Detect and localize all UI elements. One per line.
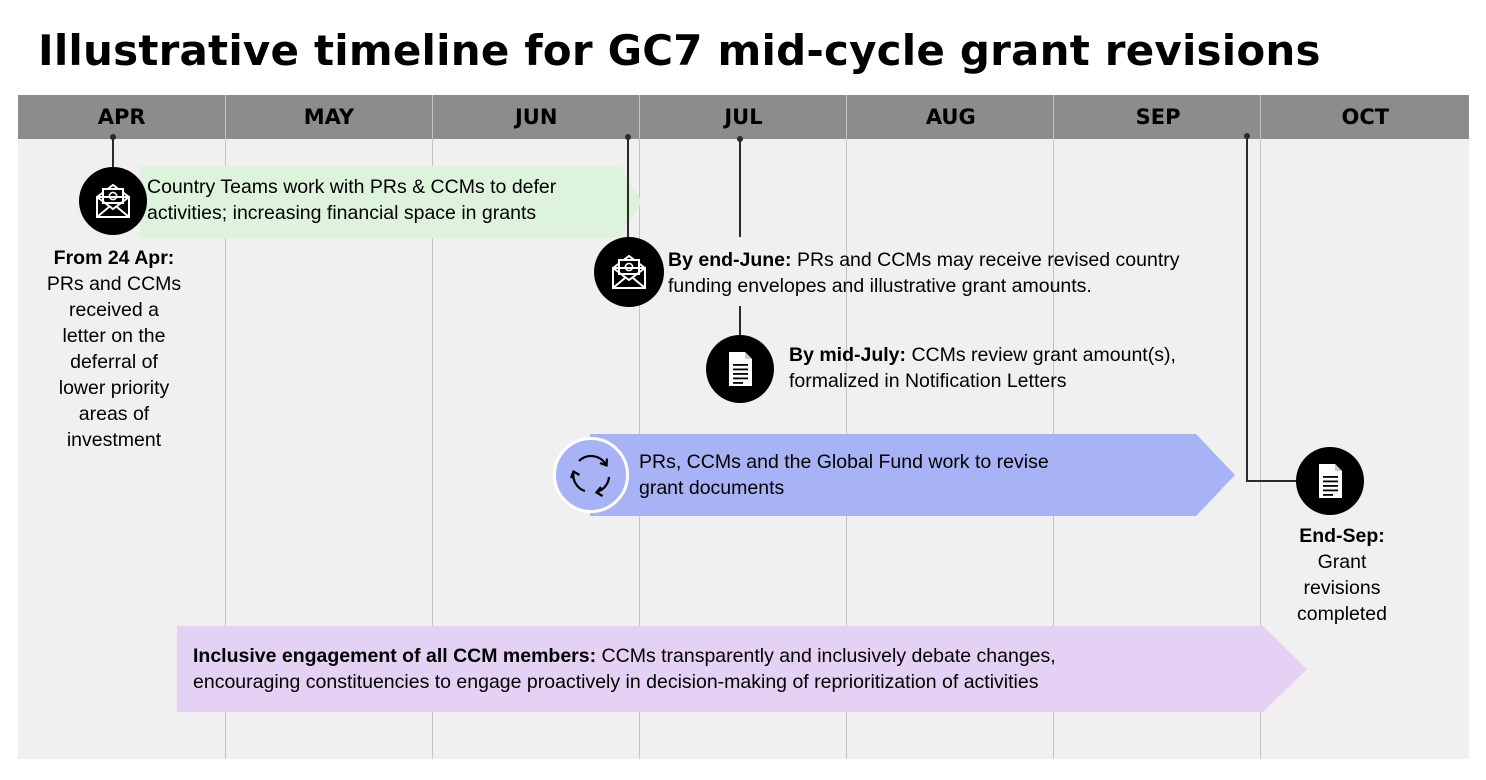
month-divider — [225, 95, 226, 759]
month-divider — [1260, 95, 1261, 759]
end-sep-line: completed — [1297, 603, 1387, 625]
sep-connector-elbow — [1246, 480, 1298, 482]
end-sep-line: Grant — [1317, 551, 1367, 573]
apr-letter-line: received a — [69, 299, 159, 321]
apr-connector-line — [112, 137, 114, 169]
end-sep-line: revisions — [1303, 577, 1381, 599]
end-sep-bold: End-Sep: — [1299, 525, 1385, 547]
month-apr: APR — [97, 105, 146, 129]
month-sep: SEP — [1135, 105, 1181, 129]
sep-connector-line — [1246, 136, 1248, 482]
inclusive-engagement-arrow — [177, 626, 1307, 712]
mid-july-line2: formalized in Notification Letters — [789, 370, 1067, 392]
month-divider — [1053, 95, 1054, 759]
apr-letter-line: deferral of — [70, 351, 158, 373]
month-jul: JUL — [724, 105, 763, 129]
month-header: APR MAY JUN JUL AUG SEP OCT — [18, 95, 1469, 139]
month-divider — [846, 95, 847, 759]
inclusive-line2: encouraging constituencies to engage pro… — [193, 671, 1039, 693]
revise-documents-arrow — [590, 434, 1235, 516]
jul-connector-line — [739, 139, 741, 237]
revise-documents-text: PRs, CCMs and the Global Fund work to re… — [639, 449, 1049, 501]
country-teams-text: Country Teams work with PRs & CCMs to de… — [147, 174, 556, 226]
end-sep-note: End-Sep: Grant revisions completed — [1272, 523, 1412, 627]
month-divider — [639, 95, 640, 759]
end-june-line2: funding envelopes and illustrative grant… — [668, 275, 1092, 297]
apr-letter-line: lower priority — [58, 377, 170, 399]
month-may: MAY — [303, 105, 355, 129]
refresh-cycle-icon — [553, 437, 629, 513]
end-june-line1: PRs and CCMs may receive revised country — [796, 249, 1180, 271]
country-teams-arrow — [140, 166, 642, 238]
month-aug: AUG — [925, 105, 976, 129]
envelope-icon — [594, 237, 664, 307]
inclusive-engagement-text: Inclusive engagement of all CCM members:… — [193, 643, 1056, 695]
jun-connector-line — [627, 137, 629, 245]
apr-letter-line: PRs and CCMs — [46, 273, 182, 295]
revise-documents-line2: grant documents — [639, 477, 785, 499]
apr-letter-line: areas of — [78, 403, 150, 425]
end-june-note: By end-June: PRs and CCMs may receive re… — [668, 247, 1179, 299]
document-icon — [1296, 447, 1364, 515]
month-divider — [432, 95, 433, 759]
country-teams-line2: activities; increasing financial space i… — [147, 202, 537, 224]
apr-letter-bold: From 24 Apr: — [53, 247, 175, 269]
envelope-icon — [79, 167, 147, 235]
mid-july-note: By mid-July: CCMs review grant amount(s)… — [789, 342, 1176, 394]
page-title: Illustrative timeline for GC7 mid-cycle … — [38, 26, 1321, 75]
mid-july-bold: By mid-July: — [789, 344, 907, 366]
month-oct: OCT — [1341, 105, 1390, 129]
revise-documents-line1: PRs, CCMs and the Global Fund work to re… — [639, 451, 1049, 473]
end-june-bold: By end-June: — [668, 249, 792, 271]
inclusive-bold: Inclusive engagement of all CCM members: — [193, 645, 597, 667]
inclusive-line1: CCMs transparently and inclusively debat… — [601, 645, 1056, 667]
apr-letter-line: investment — [66, 429, 162, 451]
apr-letter-note: From 24 Apr: PRs and CCMs received a let… — [18, 245, 210, 453]
document-icon — [706, 335, 774, 403]
mid-july-line1: CCMs review grant amount(s), — [911, 344, 1176, 366]
mid-july-connector-line — [739, 306, 741, 336]
month-jun: JUN — [514, 105, 558, 129]
country-teams-line1: Country Teams work with PRs & CCMs to de… — [147, 176, 557, 198]
apr-letter-line: letter on the — [62, 325, 166, 347]
